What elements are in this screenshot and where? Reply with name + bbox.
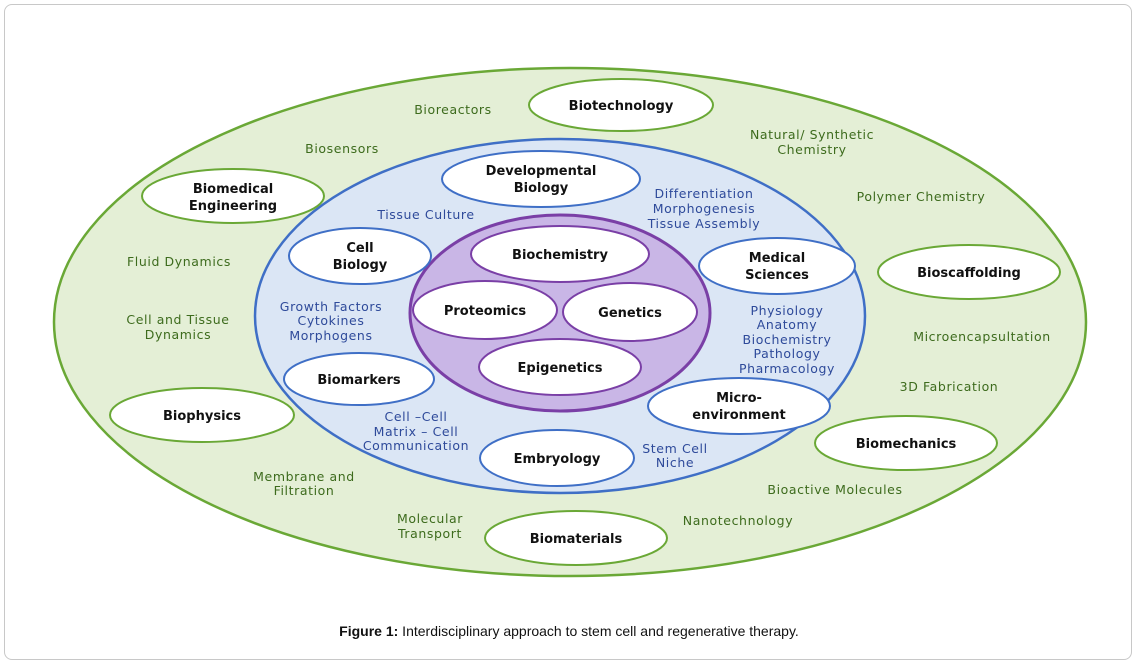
biophysics-label: Biophysics <box>163 409 241 424</box>
oval-developmental-biology: Developmental Biology <box>441 150 641 208</box>
term-natural-synthetic-1: Natural/ Synthetic <box>750 127 874 142</box>
oval-cell-biology: Cell Biology <box>288 227 432 285</box>
oval-biomaterials: Biomaterials <box>484 510 668 566</box>
term-membrane-filtration-2: Filtration <box>274 483 335 498</box>
medical-sciences-label-line1: Medical <box>749 251 805 266</box>
oval-proteomics: Proteomics <box>412 280 558 340</box>
term-tissue-assembly: Tissue Assembly <box>647 216 761 231</box>
term-bioreactors: Bioreactors <box>414 102 492 117</box>
term-stem-cell: Stem Cell <box>642 441 707 456</box>
biomechanics-label: Biomechanics <box>856 437 957 452</box>
term-cytokines: Cytokines <box>298 313 365 328</box>
oval-epigenetics: Epigenetics <box>478 338 642 396</box>
term-natural-synthetic-2: Chemistry <box>777 142 846 157</box>
microenvironment-label-line1: Micro- <box>716 391 762 406</box>
term-nanotechnology: Nanotechnology <box>683 513 793 528</box>
developmental-biology-label-line2: Biology <box>514 181 569 196</box>
caption-label: Figure 1: <box>339 623 399 639</box>
term-3d-fabrication: 3D Fabrication <box>900 379 999 394</box>
oval-biophysics: Biophysics <box>109 387 295 443</box>
biotechnology-label: Biotechnology <box>569 99 674 114</box>
biomedical-engineering-label-line1: Biomedical <box>193 182 273 197</box>
oval-biomarkers: Biomarkers <box>283 352 435 406</box>
term-cell-tissue-dynamics-1: Cell and Tissue <box>126 312 229 327</box>
cell-biology-label-line2: Biology <box>333 258 388 273</box>
biomaterials-label: Biomaterials <box>530 532 623 547</box>
medical-sciences-label-line2: Sciences <box>745 268 809 283</box>
oval-medical-sciences: Medical Sciences <box>698 237 856 295</box>
biochemistry-label: Biochemistry <box>512 248 608 263</box>
proteomics-label: Proteomics <box>444 304 527 319</box>
term-fluid-dynamics: Fluid Dynamics <box>127 254 231 269</box>
term-pathology: Pathology <box>754 346 821 361</box>
term-membrane-filtration-1: Membrane and <box>253 469 355 484</box>
oval-biomedical-engineering: Biomedical Engineering <box>141 168 325 224</box>
biomarkers-label: Biomarkers <box>317 373 401 388</box>
oval-microenvironment: Micro- environment <box>647 377 831 435</box>
term-polymer-chemistry: Polymer Chemistry <box>857 189 986 204</box>
genetics-label: Genetics <box>598 306 662 321</box>
term-cell-tissue-dynamics-2: Dynamics <box>145 327 211 342</box>
bioscaffolding-label: Bioscaffolding <box>917 266 1021 281</box>
term-anatomy: Anatomy <box>757 317 817 332</box>
term-pharmacology: Pharmacology <box>739 361 835 376</box>
epigenetics-label: Epigenetics <box>518 361 603 376</box>
oval-biochemistry: Biochemistry <box>470 225 650 283</box>
term-morphogenesis: Morphogenesis <box>653 201 756 216</box>
cell-biology-label-line1: Cell <box>346 241 373 256</box>
term-molecular-transport-2: Transport <box>397 526 462 541</box>
term-bioactive-molecules: Bioactive Molecules <box>767 482 902 497</box>
microenvironment-label-line2: environment <box>692 408 785 423</box>
term-differentiation: Differentiation <box>654 186 753 201</box>
biomedical-engineering-label-line2: Engineering <box>189 199 277 214</box>
embryology-label: Embryology <box>514 452 601 467</box>
term-growth-factors: Growth Factors <box>280 299 382 314</box>
developmental-biology-label-line1: Developmental <box>486 164 597 179</box>
term-cell-cell: Cell –Cell <box>385 409 448 424</box>
term-biosensors: Biosensors <box>305 141 379 156</box>
term-molecular-transport-1: Molecular <box>397 511 463 526</box>
term-microencapsulation: Microencapsultation <box>913 329 1051 344</box>
oval-bioscaffolding: Bioscaffolding <box>877 244 1061 300</box>
oval-biomechanics: Biomechanics <box>814 415 998 471</box>
term-morphogens: Morphogens <box>289 328 372 343</box>
term-physiology: Physiology <box>751 303 824 318</box>
term-communication: Communication <box>363 438 469 453</box>
figure-caption: Figure 1: Interdisciplinary approach to … <box>0 623 1138 639</box>
oval-genetics: Genetics <box>562 282 698 342</box>
term-biochemistry-list: Biochemistry <box>743 332 832 347</box>
term-matrix-cell: Matrix – Cell <box>374 424 459 439</box>
oval-embryology: Embryology <box>479 429 635 487</box>
oval-biotechnology: Biotechnology <box>528 78 714 132</box>
caption-text: Interdisciplinary approach to stem cell … <box>398 623 799 639</box>
term-tissue-culture: Tissue Culture <box>376 207 474 222</box>
term-niche: Niche <box>656 455 694 470</box>
